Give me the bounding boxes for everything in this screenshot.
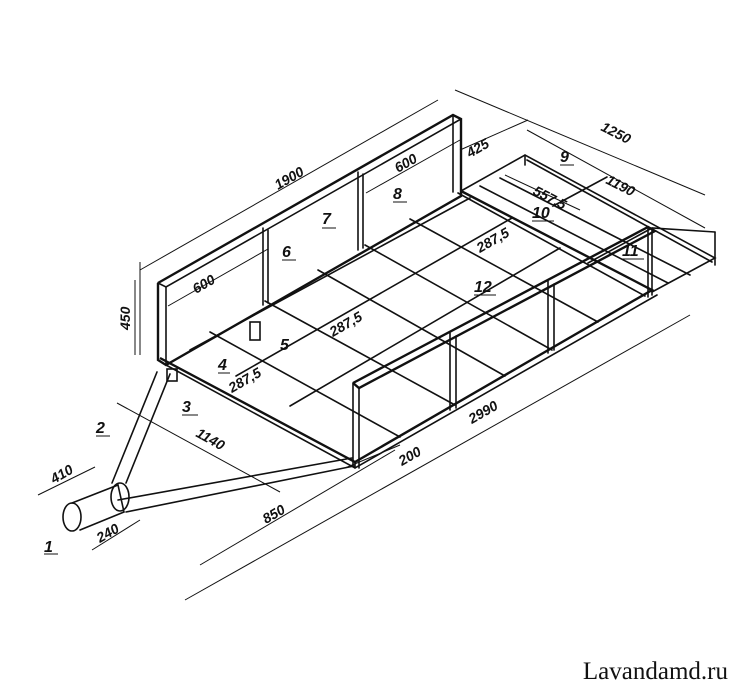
part-labels: 1 2 3 4 5 6 7 8 9 10 11 12 bbox=[44, 149, 644, 556]
part-label-3: 3 bbox=[182, 399, 191, 416]
deck-frame bbox=[159, 189, 658, 469]
dim-410: 410 bbox=[47, 461, 76, 487]
part-label-11: 11 bbox=[622, 243, 639, 260]
dimension-lines bbox=[37, 89, 706, 601]
part-label-1: 1 bbox=[44, 539, 53, 556]
drawbar bbox=[62, 321, 355, 532]
dim-200: 200 bbox=[395, 443, 424, 469]
rear-wall-frame bbox=[156, 113, 463, 367]
dim-1900: 1900 bbox=[272, 163, 307, 193]
front-box-frame bbox=[460, 154, 717, 296]
dim-1140: 1140 bbox=[194, 425, 228, 454]
part-label-10: 10 bbox=[532, 205, 550, 222]
part-label-12: 12 bbox=[474, 279, 492, 296]
dim-600-left: 600 bbox=[190, 271, 218, 297]
site-watermark: Lavandamd.ru bbox=[582, 658, 728, 685]
part-label-9: 9 bbox=[560, 149, 569, 166]
dim-287-5-front: 287,5 bbox=[225, 364, 264, 396]
part-label-7: 7 bbox=[322, 211, 332, 228]
part-label-5: 5 bbox=[280, 337, 290, 354]
side-rail-frame bbox=[352, 225, 658, 469]
dim-425: 425 bbox=[463, 135, 492, 161]
dim-600-top: 600 bbox=[392, 150, 420, 176]
part-label-8: 8 bbox=[393, 186, 402, 203]
part-label-6: 6 bbox=[282, 244, 291, 261]
dim-850: 850 bbox=[260, 501, 288, 527]
part-label-2: 2 bbox=[95, 420, 105, 437]
dim-1250: 1250 bbox=[599, 118, 634, 146]
dim-1190: 1190 bbox=[604, 171, 638, 199]
dim-450: 450 bbox=[117, 306, 133, 331]
part-label-4: 4 bbox=[217, 357, 227, 374]
